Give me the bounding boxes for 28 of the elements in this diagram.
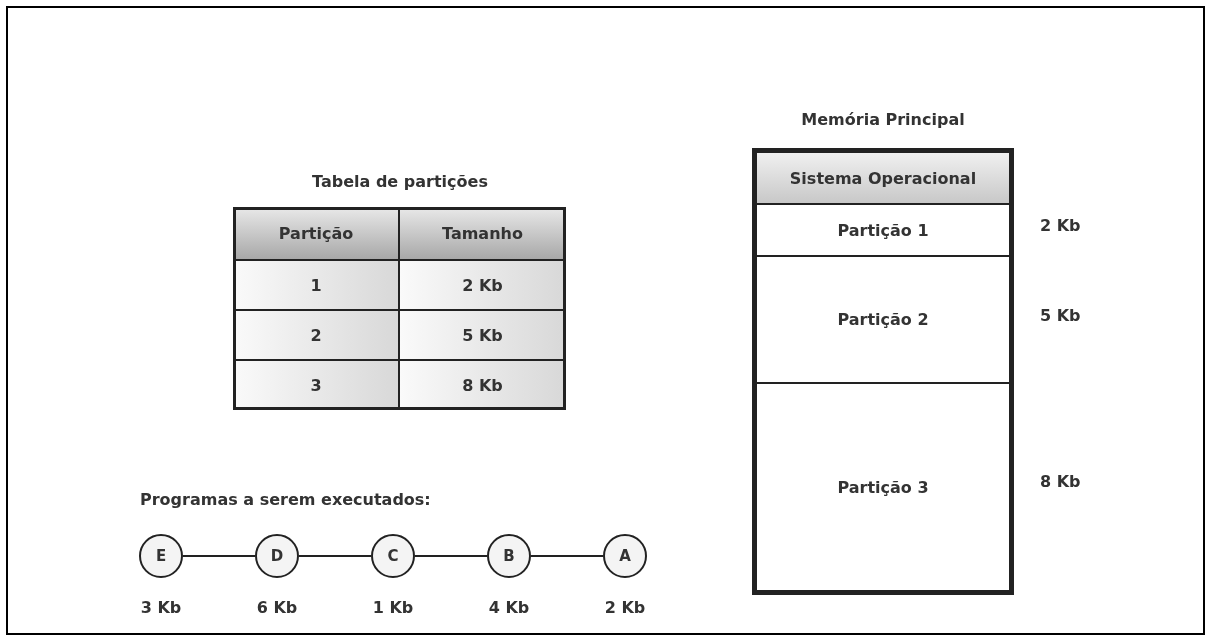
size-label: 5 Kb	[1040, 305, 1081, 325]
size-label: 4 Kb	[487, 598, 531, 617]
size-label: 6 Kb	[255, 598, 299, 617]
size-label: 8 Kb	[1040, 472, 1081, 491]
program-circle: C	[371, 534, 415, 578]
table-cell: 5 Kb	[399, 310, 566, 360]
table-cell: 2	[233, 310, 399, 360]
connector-line	[530, 555, 604, 557]
connector-line	[182, 555, 256, 557]
connector-line	[414, 555, 488, 557]
program-circle: D	[255, 534, 299, 578]
table-cell: 3	[233, 360, 399, 410]
size-label: 2 Kb	[603, 598, 647, 617]
size-label: 2 Kb	[1040, 216, 1081, 235]
program-circle: B	[487, 534, 531, 578]
table-cell: 2 Kb	[399, 260, 566, 310]
connector-line	[298, 555, 372, 557]
memory-title: Memória Principal	[800, 110, 966, 129]
table-header-cell: Partição	[233, 207, 399, 260]
program-circle: A	[603, 534, 647, 578]
table-header-cell: Tamanho	[399, 207, 566, 260]
table-cell: 1	[233, 260, 399, 310]
size-label: 3 Kb	[139, 598, 183, 617]
size-label: 1 Kb	[371, 598, 415, 617]
list-heading: Programas a serem executados:	[140, 490, 431, 509]
os-region: Sistema Operacional	[757, 153, 1009, 205]
table-cell: 8 Kb	[399, 360, 566, 410]
program-circle: E	[139, 534, 183, 578]
